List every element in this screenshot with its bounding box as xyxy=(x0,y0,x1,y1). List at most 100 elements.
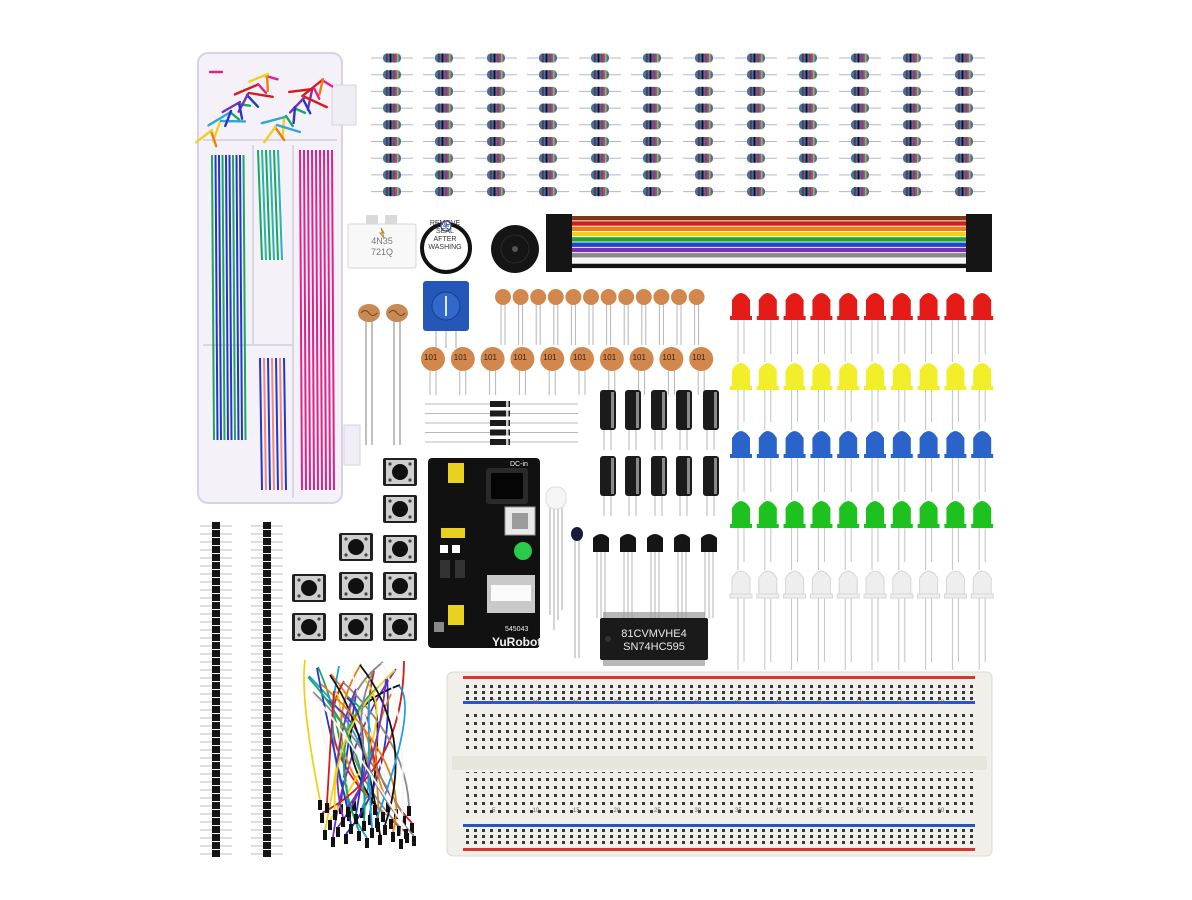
diode xyxy=(425,429,578,436)
capacitor-101 xyxy=(480,347,505,395)
short-jumper xyxy=(287,87,315,94)
tactile-button xyxy=(339,533,373,561)
tactile-button xyxy=(339,572,373,600)
resistor xyxy=(631,153,673,163)
male-male-jumper-bundle xyxy=(303,659,416,849)
resistor xyxy=(839,53,881,63)
small-capacitor xyxy=(495,289,511,345)
breadboard-number: 60 xyxy=(937,700,945,706)
led xyxy=(971,431,994,500)
dupont-ribbon-cable xyxy=(546,214,992,272)
jumper-pin xyxy=(389,819,393,829)
long-jumper xyxy=(277,149,283,261)
jumper-pin xyxy=(368,815,372,825)
resistor xyxy=(371,153,413,163)
ic-label: 81CVMVHE4 SN74HC595 xyxy=(604,628,704,654)
resistor xyxy=(579,103,621,113)
seal-line: AFTER xyxy=(433,236,457,243)
led xyxy=(810,431,833,500)
resistor xyxy=(735,153,777,163)
resistor xyxy=(787,86,829,96)
resistor xyxy=(371,170,413,180)
electrolytic-capacitor xyxy=(651,456,667,516)
breadboard-number: 45 xyxy=(816,700,823,706)
jumper-cable xyxy=(342,686,379,832)
long-jumper xyxy=(307,149,311,491)
breadboard xyxy=(446,671,993,857)
electrolytic-capacitors xyxy=(600,390,719,516)
long-jumper xyxy=(221,154,226,441)
short-jumper xyxy=(237,101,244,120)
diode xyxy=(425,410,578,417)
pin-header xyxy=(200,522,232,857)
led xyxy=(837,293,860,362)
breadboard-number: 35 xyxy=(735,808,742,814)
tactile-button xyxy=(383,535,417,563)
capacitor-value-label: 101 xyxy=(602,353,617,362)
ribbon-wire xyxy=(560,237,990,242)
led xyxy=(783,293,806,362)
resistor xyxy=(475,103,517,113)
electrolytic-capacitor xyxy=(625,456,641,516)
led xyxy=(917,431,940,500)
ceramic-capacitors-101 xyxy=(421,347,714,395)
opto-line: 4N35 xyxy=(371,236,393,246)
jumper-pin xyxy=(378,835,382,845)
long-jumper xyxy=(263,357,267,491)
diode xyxy=(425,420,578,426)
breadboard-power-module xyxy=(428,458,540,648)
resistor xyxy=(579,137,621,146)
jumper-pin xyxy=(365,838,369,848)
ribbon-wire xyxy=(560,258,990,263)
short-jumper xyxy=(303,95,328,109)
resistor xyxy=(371,120,413,130)
led xyxy=(783,570,807,670)
breadboard-number: 55 xyxy=(897,700,904,706)
resistor xyxy=(735,170,777,180)
resistor xyxy=(943,187,985,197)
seal-line: SEAL xyxy=(436,228,454,235)
resistor xyxy=(683,70,725,80)
led xyxy=(864,363,886,430)
jumper-pin xyxy=(362,821,366,831)
short-jumper xyxy=(260,115,287,125)
short-jumper xyxy=(248,72,270,83)
resistor xyxy=(527,170,569,180)
diode xyxy=(425,439,578,445)
led xyxy=(864,293,886,362)
led xyxy=(730,293,752,362)
led xyxy=(890,431,913,500)
electrolytic-capacitor xyxy=(600,456,616,516)
long-jumper xyxy=(315,149,319,491)
jumper-pin xyxy=(410,823,414,833)
long-jumper xyxy=(232,154,236,441)
breadboard-number: 20 xyxy=(613,808,621,814)
resistor xyxy=(891,53,933,63)
tactile-button xyxy=(383,495,417,523)
jumper-pin xyxy=(412,836,416,846)
electrolytic-capacitor xyxy=(703,390,719,450)
resistor xyxy=(943,53,985,63)
resistor xyxy=(423,153,465,163)
resistor xyxy=(371,53,413,63)
capacitor-value-label: 101 xyxy=(483,353,497,362)
small-capacitor xyxy=(618,289,635,345)
jumper-cable xyxy=(303,659,321,801)
resistor xyxy=(475,120,517,130)
resistor xyxy=(423,187,465,197)
resistor xyxy=(787,103,829,113)
resistor xyxy=(631,86,673,96)
resistor xyxy=(891,137,933,146)
resistor xyxy=(475,170,517,180)
breadboard-number: 35 xyxy=(735,700,742,706)
resistor xyxy=(735,137,777,146)
resistor xyxy=(891,103,933,113)
tactile-button xyxy=(292,613,326,641)
led-array xyxy=(729,293,994,670)
led xyxy=(730,431,752,500)
led xyxy=(810,363,833,430)
resistor xyxy=(891,70,933,80)
capacitor-101 xyxy=(629,347,654,395)
tactile-button xyxy=(339,613,373,641)
led xyxy=(944,501,967,570)
